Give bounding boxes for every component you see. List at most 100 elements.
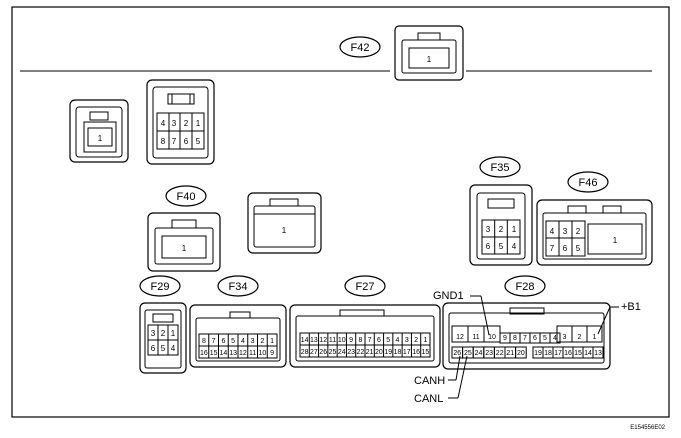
pin-u2-1: 1 (196, 119, 201, 128)
pin-f29-3: 3 (151, 329, 156, 338)
pin-f28-21: 21 (506, 350, 514, 357)
label-gnd1: GND1 (433, 290, 464, 302)
pin-f28-14: 14 (584, 350, 592, 357)
pin-f28-5: 5 (543, 335, 547, 342)
pin-f27-10: 10 (338, 337, 346, 344)
label-canl: CANL (414, 393, 443, 405)
pin-f34-15: 15 (210, 350, 218, 357)
pin-f28-6: 6 (533, 335, 537, 342)
label-f42: F42 (351, 42, 370, 54)
pin-f28-15: 15 (574, 350, 582, 357)
pin-f27-18: 18 (394, 349, 402, 356)
pin-f34-4: 4 (241, 338, 245, 345)
pin-f46-2: 2 (576, 227, 581, 236)
pin-f27-11: 11 (329, 337, 336, 344)
pin-f28-12: 12 (456, 334, 464, 341)
signal-b1: +B1 (597, 301, 641, 335)
pin-f29-1: 1 (171, 329, 176, 338)
pin-f35-4: 4 (512, 242, 517, 251)
pin-f34-8: 8 (202, 338, 206, 345)
pin-f34-10: 10 (259, 350, 267, 357)
pin-u2-8: 8 (161, 137, 166, 146)
pin-u2-6: 6 (184, 137, 189, 146)
pin-u3-1: 1 (282, 226, 287, 235)
pin-f28-20: 20 (517, 350, 525, 357)
pin-u2-7: 7 (172, 137, 177, 146)
connector-unlabeled-3: 1 (247, 192, 322, 254)
pin-f27-5: 5 (386, 337, 390, 344)
label-f34: F34 (229, 281, 248, 293)
connector-f35: F35 3 2 1 6 5 4 (469, 156, 533, 266)
pin-f28-1: 1 (593, 334, 597, 341)
pin-f28-16: 16 (564, 350, 572, 357)
pin-f27-16: 16 (412, 349, 420, 356)
figure-code: E154556E02 (630, 425, 665, 431)
pin-f27-24: 24 (338, 349, 346, 356)
pin-f28-4: 4 (553, 335, 557, 342)
label-f40: F40 (177, 191, 196, 203)
pin-f28-24: 24 (475, 350, 483, 357)
pin-f28-23: 23 (485, 350, 493, 357)
pin-f46-7: 7 (550, 244, 555, 253)
pin-f29-6: 6 (151, 344, 156, 353)
pin-f27-14: 14 (301, 337, 309, 344)
pin-f46-1: 1 (613, 236, 618, 245)
pin-f34-11: 11 (249, 350, 256, 357)
pin-f27-9: 9 (349, 337, 353, 344)
pin-f27-8: 8 (358, 337, 362, 344)
pin-f34-9: 9 (270, 350, 274, 357)
pin-f46-3: 3 (563, 227, 568, 236)
pin-f28-7: 7 (523, 335, 527, 342)
pin-f34-14: 14 (220, 350, 228, 357)
pin-f34-2: 2 (260, 338, 264, 345)
pin-f28-26: 26 (453, 350, 461, 357)
pin-f46-4: 4 (550, 227, 555, 236)
pin-f35-1: 1 (512, 225, 517, 234)
pin-f27-22: 22 (357, 349, 365, 356)
pin-f27-19: 19 (384, 349, 392, 356)
pin-f28-17: 17 (554, 350, 562, 357)
pin-f28-10: 10 (488, 334, 496, 341)
pin-f27-13: 13 (310, 337, 318, 344)
pin-f27-20: 20 (375, 349, 383, 356)
signal-canh: CANH (414, 355, 461, 387)
pin-f27-3: 3 (405, 337, 409, 344)
connector-f42: F42 1 (339, 25, 464, 81)
pin-f27-27: 27 (310, 349, 318, 356)
pin-f27-23: 23 (347, 349, 355, 356)
pin-f27-26: 26 (319, 349, 327, 356)
pin-f28-25: 25 (464, 350, 472, 357)
pin-u2-2: 2 (184, 119, 189, 128)
pin-f27-7: 7 (368, 337, 372, 344)
pin-f35-5: 5 (499, 242, 504, 251)
pin-f42-1: 1 (427, 55, 432, 64)
pin-f35-3: 3 (486, 225, 491, 234)
pin-u2-5: 5 (196, 137, 201, 146)
pin-f34-16: 16 (200, 350, 208, 357)
pin-f27-21: 21 (366, 349, 374, 356)
pin-f27-2: 2 (414, 337, 418, 344)
pin-f28-19: 19 (534, 350, 542, 357)
pin-f28-11: 11 (472, 334, 479, 341)
signal-canl: CANL (414, 355, 468, 405)
connector-f46: F46 4 3 2 7 6 5 1 (536, 171, 653, 266)
pin-f27-28: 28 (301, 349, 309, 356)
pin-f34-12: 12 (239, 350, 247, 357)
pin-f34-7: 7 (212, 338, 216, 345)
pin-u2-4: 4 (161, 119, 166, 128)
pin-f40-1: 1 (182, 244, 187, 253)
pin-f28-22: 22 (496, 350, 504, 357)
pin-f27-17: 17 (403, 349, 411, 356)
pin-u1-1: 1 (98, 134, 103, 143)
connector-f40: F40 1 (147, 185, 221, 272)
pin-f34-3: 3 (251, 338, 255, 345)
signal-gnd1: GND1 (433, 290, 490, 336)
pin-f29-5: 5 (161, 344, 166, 353)
label-f27: F27 (356, 281, 375, 293)
pin-f27-12: 12 (319, 337, 327, 344)
label-f35: F35 (491, 162, 510, 174)
pin-u2-3: 3 (172, 119, 177, 128)
